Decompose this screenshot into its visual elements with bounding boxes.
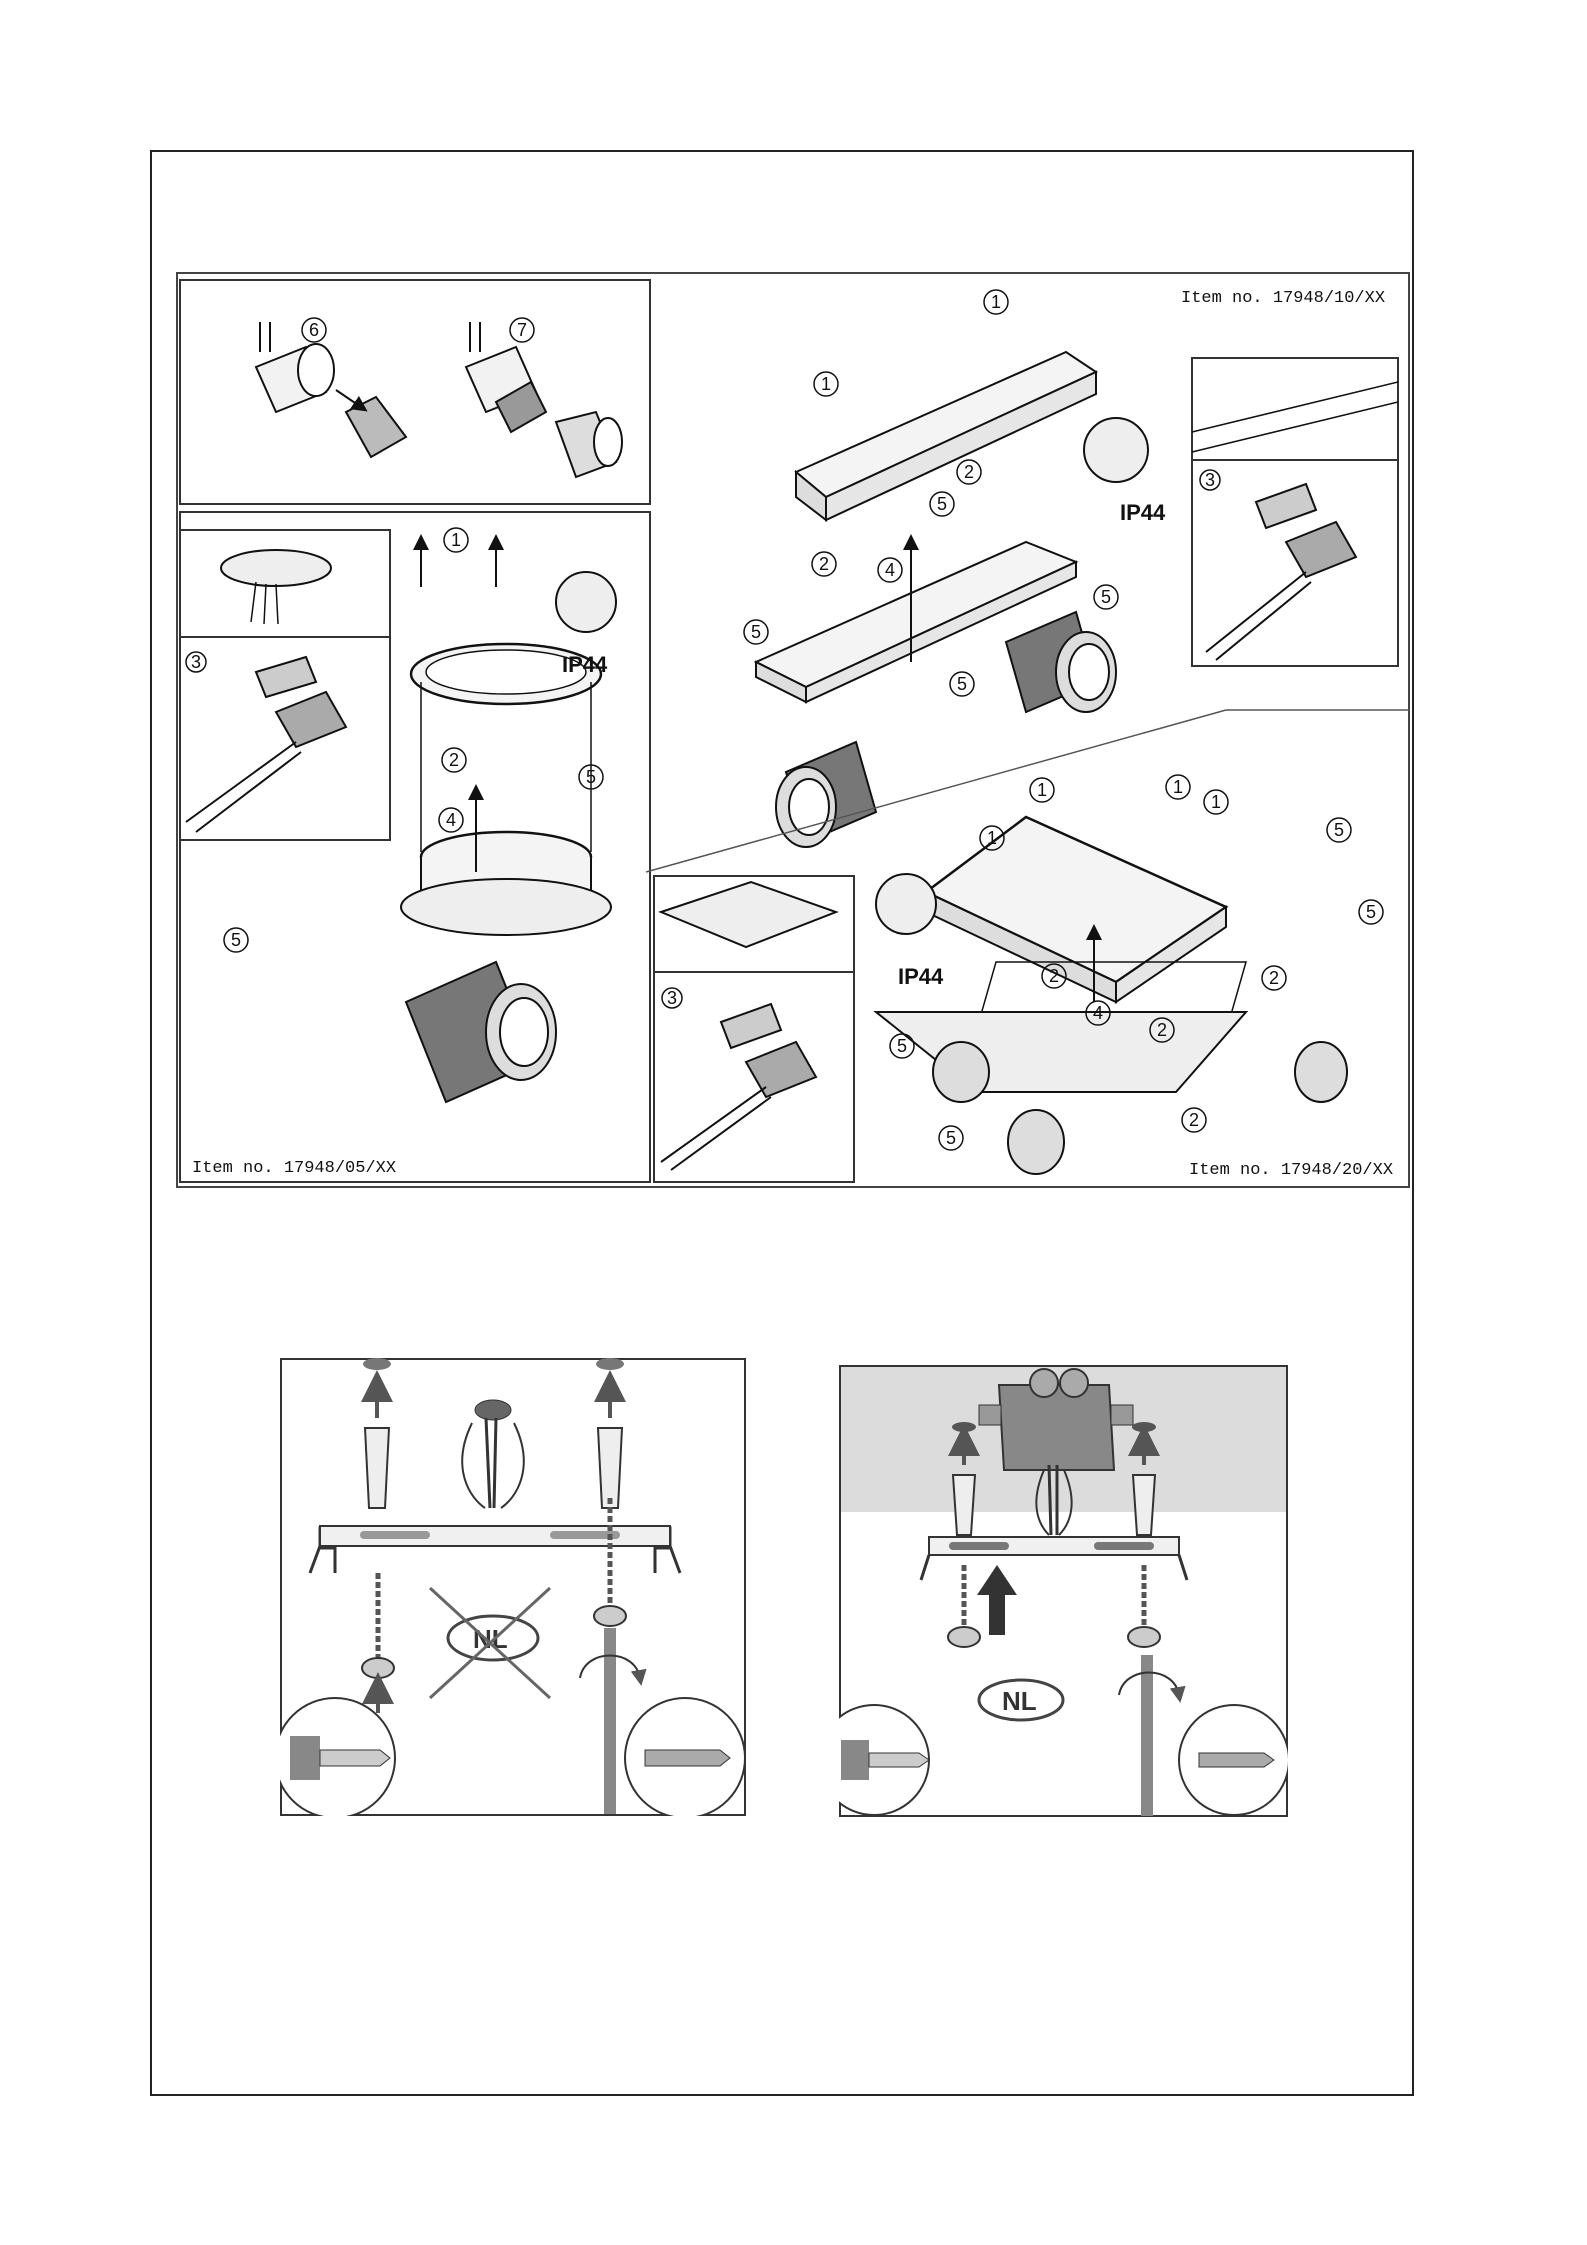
- step-1-label-c: 1: [821, 374, 831, 394]
- step-5-label-f: 5: [957, 674, 967, 694]
- step-4-label-a: 4: [446, 810, 456, 830]
- step-3-label-b: 3: [1205, 470, 1215, 490]
- step-5-label-g: 5: [1334, 820, 1344, 840]
- step-2-label-e: 2: [1269, 968, 1279, 988]
- nl-label-crossed: NL: [473, 1624, 508, 1654]
- ip44-label-c: IP44: [898, 964, 944, 989]
- mounting-bracket-diagram-incorrect: NL: [280, 1358, 746, 1816]
- step-2-label-c: 2: [819, 554, 829, 574]
- step-1-label-f: 1: [1211, 792, 1221, 812]
- step-5-label-c: 5: [937, 494, 947, 514]
- step-6-label: 6: [309, 320, 319, 340]
- step-1-label-d: 1: [1037, 780, 1047, 800]
- wiring-inset-right: 3: [1192, 358, 1398, 666]
- mounting-bracket-diagram-correct: NL: [839, 1365, 1288, 1817]
- step-2-label-d: 2: [1049, 966, 1059, 986]
- nl-label: NL: [1002, 1686, 1037, 1716]
- step-5-label-j: 5: [946, 1128, 956, 1148]
- step-2-label-b: 2: [964, 462, 974, 482]
- step-3-label-a: 3: [191, 652, 201, 672]
- step-3-label-c: 3: [667, 988, 677, 1008]
- step-7-label: 7: [517, 320, 527, 340]
- step-5-label-a: 5: [586, 767, 596, 787]
- step-1-label-b: 1: [991, 292, 1001, 312]
- item-05-label: Item no. 17948/05/XX: [192, 1159, 396, 1178]
- step-1-label-g: 1: [987, 828, 997, 848]
- step-5-label-h: 5: [1366, 902, 1376, 922]
- step-4-label-c: 4: [1093, 1003, 1103, 1023]
- item-20-label: Item no. 17948/20/XX: [1189, 1161, 1393, 1180]
- step-2-label-a: 2: [449, 750, 459, 770]
- step-1-label-e: 1: [1173, 777, 1183, 797]
- ip44-label-a: IP44: [562, 652, 608, 677]
- step-5-label-d: 5: [1101, 587, 1111, 607]
- item-10-label: Item no. 17948/10/XX: [1181, 289, 1385, 308]
- step-5-label-i: 5: [897, 1036, 907, 1056]
- step-2-label-g: 2: [1189, 1110, 1199, 1130]
- step-1-label-a: 1: [451, 530, 461, 550]
- step-5-label-b: 5: [231, 930, 241, 950]
- step-5-label-e: 5: [751, 622, 761, 642]
- ip44-label-b: IP44: [1120, 500, 1166, 525]
- assembly-diagram: 6 7 3: [176, 272, 1410, 1188]
- step-2-label-f: 2: [1157, 1020, 1167, 1040]
- step-4-label-b: 4: [885, 560, 895, 580]
